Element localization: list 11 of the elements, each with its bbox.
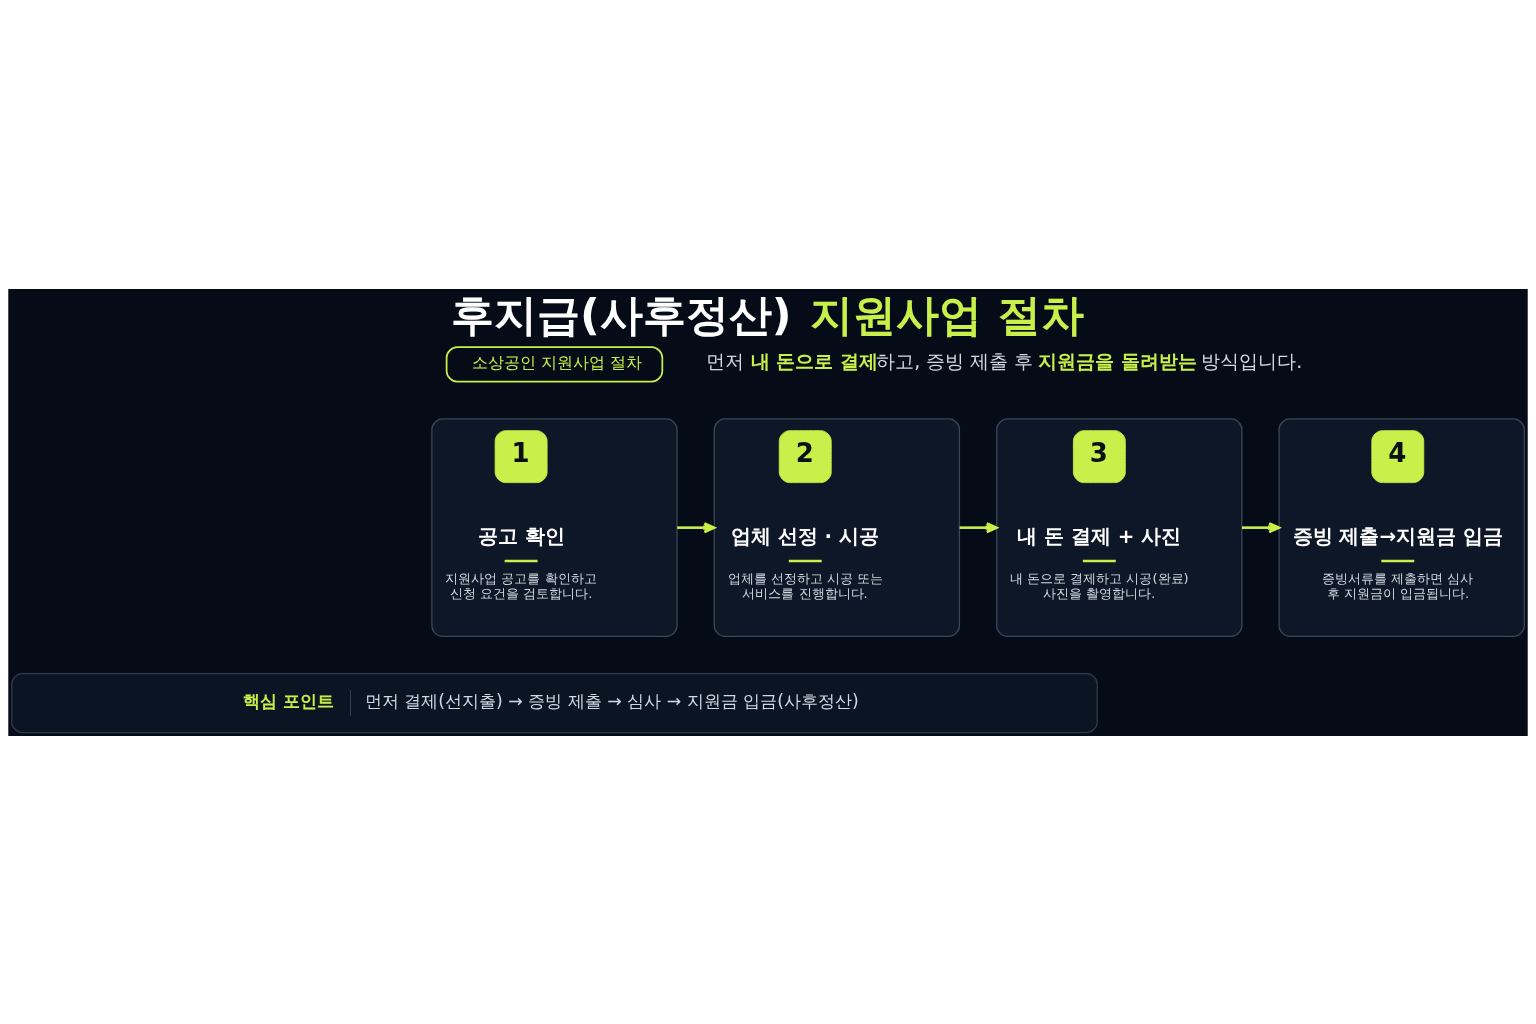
node-box: 소상공인 지원사업 절차 <box>445 345 664 383</box>
arrow <box>959 521 998 533</box>
arrow <box>1242 521 1281 533</box>
node-box: 2 업체 선정 · 시공 업체를 선정하고 시공 또는 서비스를 진행합니다. <box>713 417 961 637</box>
diagram-title: 후지급(사후정산) 지원사업 절차 <box>450 289 1084 340</box>
arrow <box>677 521 716 533</box>
node-box: 1 공고 확인 지원사업 공고를 확인하고 신청 요건을 검토합니다. <box>431 417 678 637</box>
label: 먼저 내 돈으로 결제하고, 증빙 제출 후 지원금을 돌려받는 방식입니다. <box>706 349 1303 372</box>
node-box: 3 내 돈 결제 + 사진 내 돈으로 결제하고 시공(완료) 사진을 촬영합니다. <box>996 417 1243 637</box>
node-box: 핵심 포인트 먼저 결제(선지출) → 증빙 제출 → 심사 → 지원금 입금(사후정산) <box>11 672 1098 733</box>
node-box: 4 증빙 제출→지원금 입금 증빙서류를 제출하면 심사 후 지원금이 입금됩니다. <box>1278 417 1525 637</box>
